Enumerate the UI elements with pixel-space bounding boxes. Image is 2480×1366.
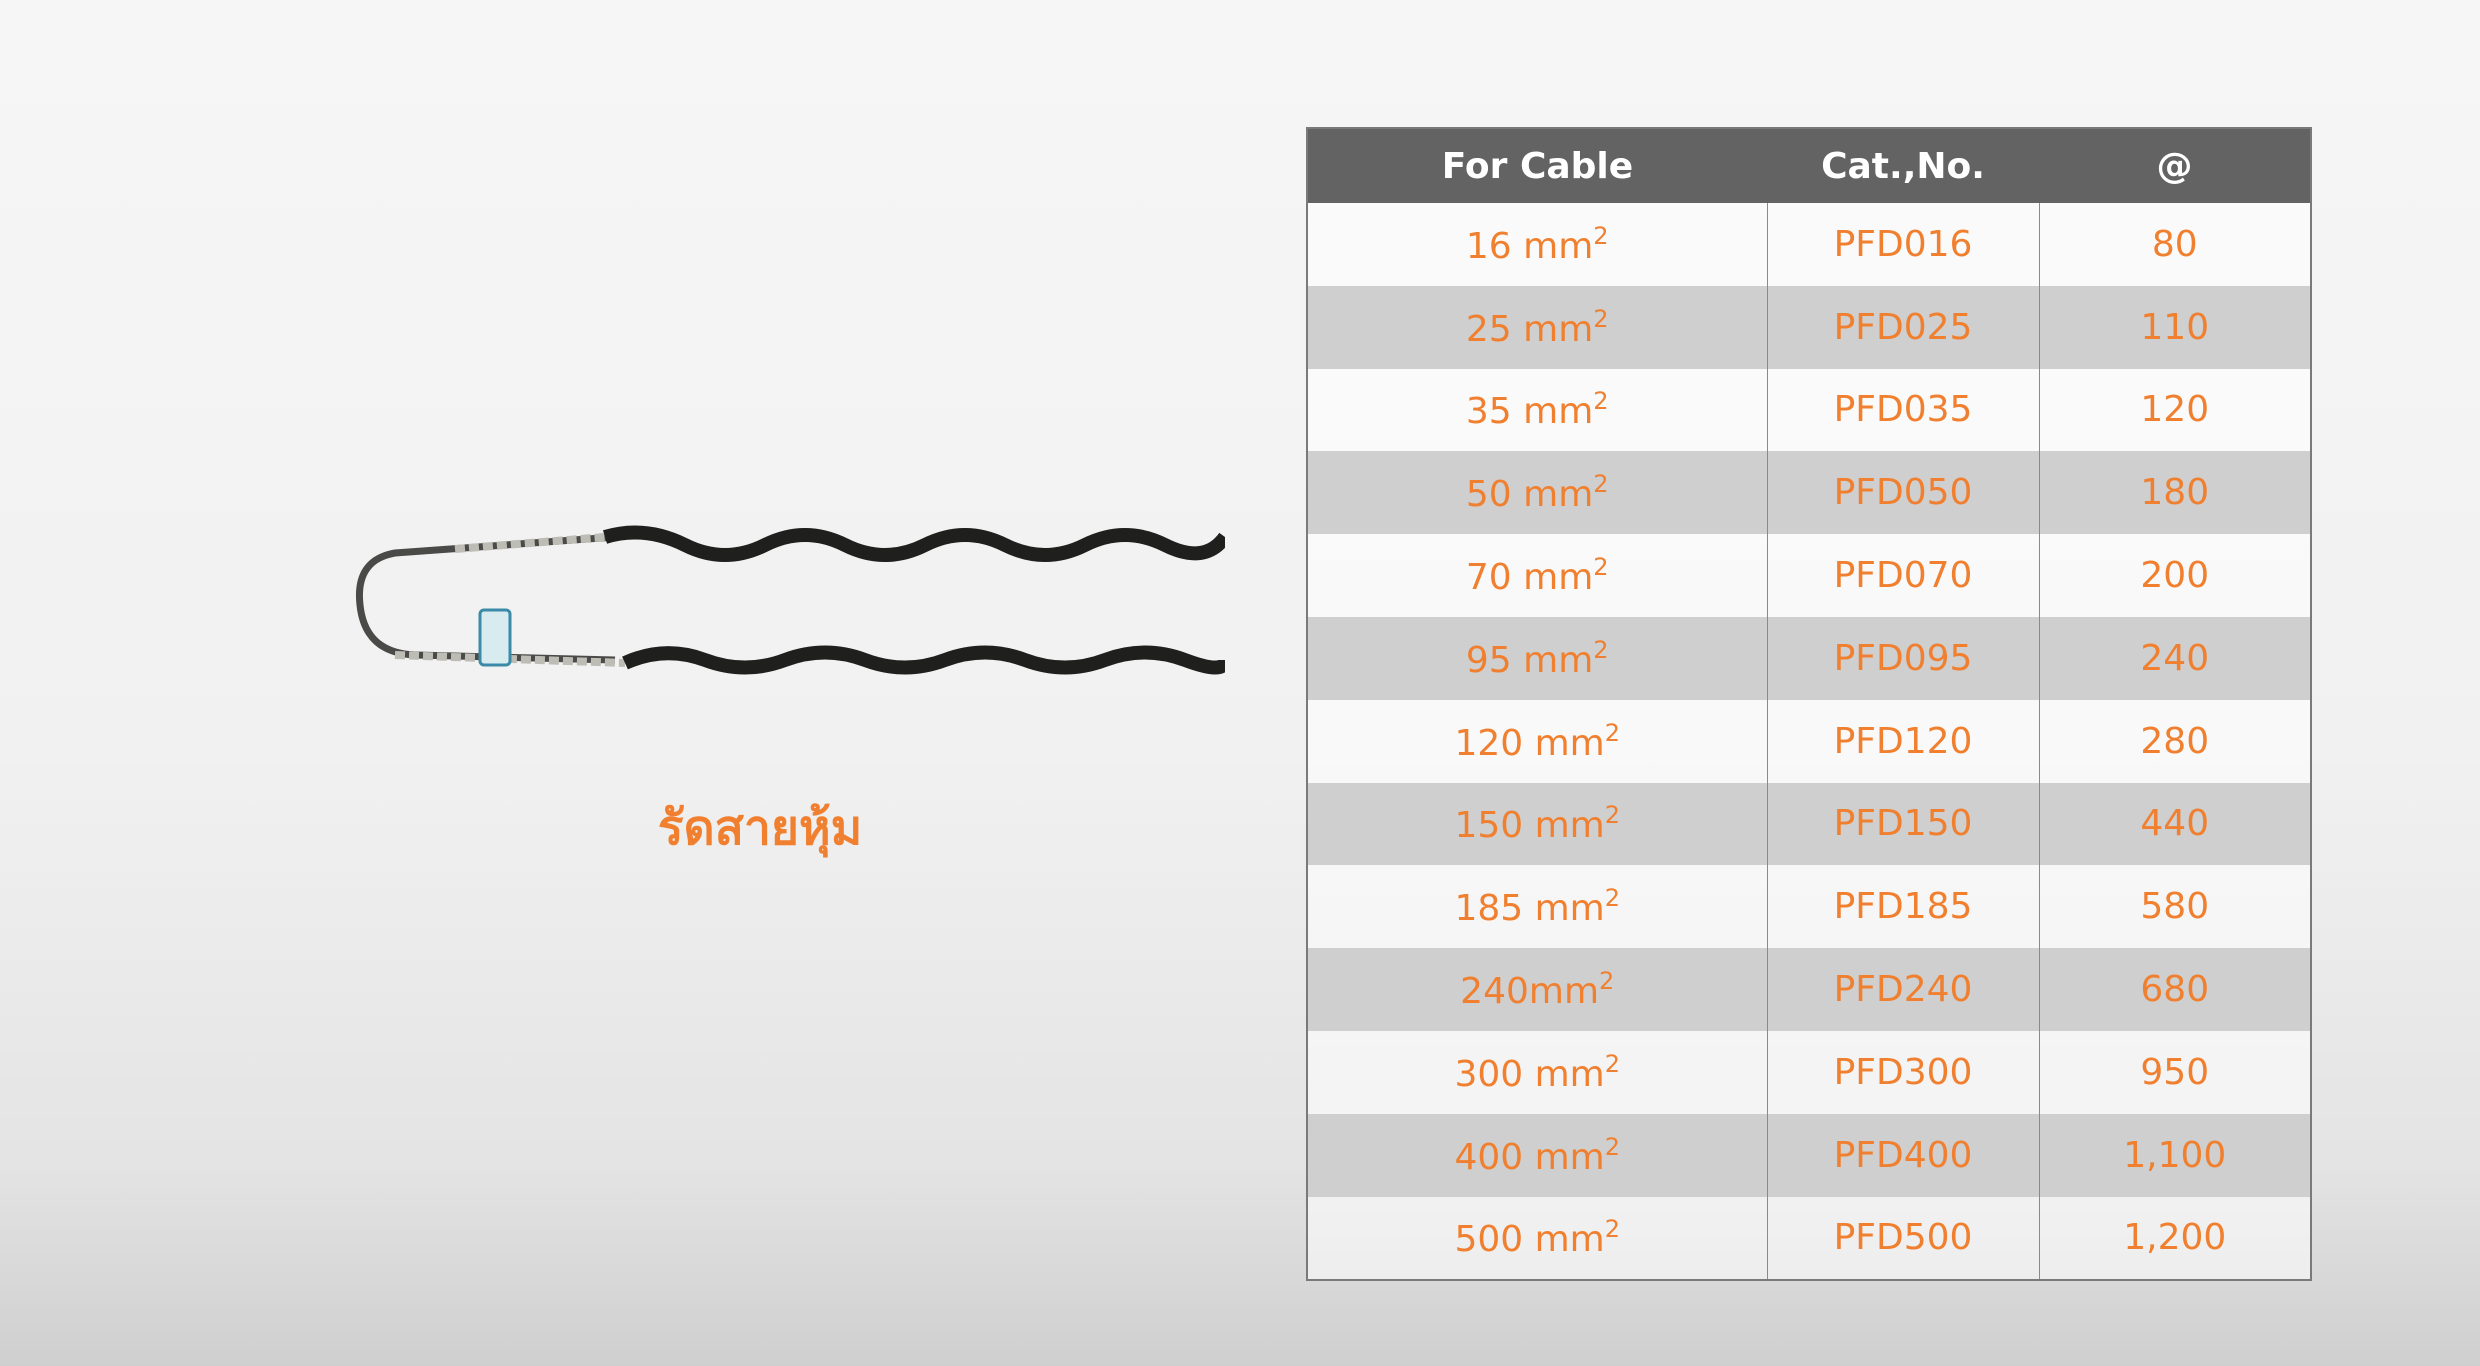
cat-no-cell: PFD500 — [1766, 1196, 2039, 1281]
cat-no-cell: PFD070 — [1766, 534, 2039, 617]
cable-size: 16 mm — [1465, 225, 1594, 267]
cable-size-cell: 70 mm2 — [1307, 534, 1767, 617]
cable-size-cell: 185 mm2 — [1307, 865, 1767, 949]
superscript: 2 — [1593, 387, 1609, 416]
price-cell: 180 — [2038, 451, 2311, 535]
cable-size-cell: 400 mm2 — [1307, 1113, 1767, 1197]
price-cell: 280 — [2038, 699, 2311, 783]
cable-size-cell: 500 mm2 — [1307, 1196, 1767, 1281]
price-cell: 1,200 — [2038, 1196, 2311, 1281]
price-cell: 200 — [2038, 534, 2311, 617]
cable-size-cell: 300 mm2 — [1307, 1030, 1767, 1114]
cable-size-cell: 16 mm2 — [1307, 203, 1767, 286]
cable-size: 120 mm — [1454, 722, 1605, 764]
header-price: @ — [2039, 128, 2311, 203]
product-title: รัดสายหุ้ม — [657, 800, 863, 856]
cat-no-cell: PFD095 — [1766, 616, 2039, 700]
cable-size: 240mm — [1460, 971, 1600, 1013]
dead-end-grip-image — [355, 525, 1225, 675]
superscript: 2 — [1604, 1049, 1621, 1078]
cable-size: 35 mm — [1465, 391, 1594, 433]
cable-size: 25 mm — [1465, 308, 1594, 350]
cat-no-cell: PFD035 — [1766, 368, 2039, 452]
superscript: 2 — [1604, 1132, 1621, 1161]
superscript: 2 — [1593, 470, 1609, 499]
superscript: 2 — [1593, 304, 1609, 333]
cat-no-cell: PFD185 — [1766, 865, 2039, 949]
superscript: 2 — [1604, 801, 1621, 830]
superscript: 2 — [1593, 553, 1609, 582]
cable-size-cell: 150 mm2 — [1307, 782, 1767, 866]
superscript: 2 — [1604, 718, 1621, 747]
cable-size: 150 mm — [1454, 805, 1605, 847]
table-header-row: For Cable Cat.,No. @ — [1307, 128, 2311, 203]
cable-size-cell: 95 mm2 — [1307, 616, 1767, 700]
price-cell: 120 — [2038, 368, 2311, 452]
price-cell: 580 — [2038, 865, 2311, 949]
price-cell: 80 — [2038, 203, 2311, 286]
cable-size: 400 mm — [1454, 1136, 1605, 1178]
superscript: 2 — [1593, 635, 1609, 664]
price-cell: 440 — [2038, 782, 2311, 866]
cable-size: 50 mm — [1465, 474, 1594, 516]
cable-size-cell: 120 mm2 — [1307, 699, 1767, 783]
cable-size: 300 mm — [1454, 1053, 1605, 1095]
cat-no-cell: PFD300 — [1766, 1030, 2039, 1114]
price-cell: 110 — [2038, 285, 2311, 369]
cat-no-cell: PFD016 — [1766, 203, 2039, 286]
superscript: 2 — [1599, 967, 1615, 996]
cable-size-cell: 240mm2 — [1307, 948, 1767, 1031]
cable-size: 500 mm — [1454, 1219, 1605, 1261]
cable-size-cell: 25 mm2 — [1307, 285, 1767, 369]
cat-no-cell: PFD120 — [1766, 699, 2039, 783]
superscript: 2 — [1593, 221, 1609, 250]
price-cell: 950 — [2038, 1030, 2311, 1114]
cat-no-cell: PFD050 — [1766, 451, 2039, 535]
cable-size: 185 mm — [1454, 888, 1605, 930]
cable-size: 95 mm — [1465, 639, 1594, 681]
price-cell: 1,100 — [2038, 1113, 2311, 1197]
superscript: 2 — [1604, 1215, 1621, 1244]
cat-no-cell: PFD150 — [1766, 782, 2039, 866]
cable-size-cell: 35 mm2 — [1307, 368, 1767, 452]
cat-no-cell: PFD400 — [1766, 1113, 2039, 1197]
cat-no-cell: PFD025 — [1766, 285, 2039, 369]
header-for-cable: For Cable — [1307, 128, 1767, 203]
cat-no-cell: PFD240 — [1766, 948, 2039, 1031]
superscript: 2 — [1604, 884, 1621, 913]
cable-size: 70 mm — [1465, 557, 1594, 599]
header-cat-no: Cat.,No. — [1767, 128, 2039, 203]
cable-size-cell: 50 mm2 — [1307, 451, 1767, 535]
price-cell: 680 — [2038, 948, 2311, 1031]
price-cell: 240 — [2038, 616, 2311, 700]
